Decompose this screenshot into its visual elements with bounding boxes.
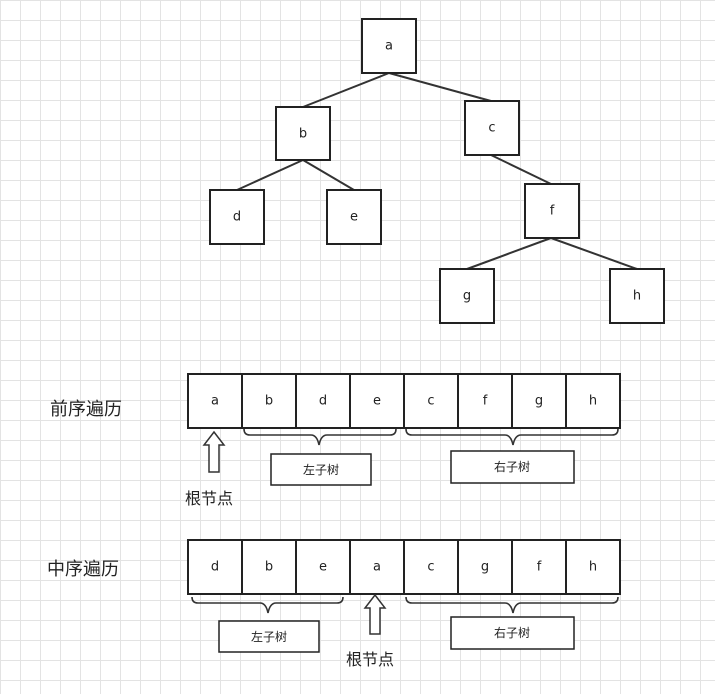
inorder-left-subtree-box bbox=[218, 620, 320, 653]
tree-node-box bbox=[609, 268, 665, 324]
tree-node-label: b bbox=[299, 127, 307, 142]
inorder-cell-box bbox=[511, 539, 567, 595]
preorder-cell-label: d bbox=[319, 394, 327, 409]
preorder-root-label: 根节点 bbox=[185, 489, 233, 508]
preorder-cell-label: f bbox=[483, 394, 488, 409]
inorder-cell-label: b bbox=[265, 560, 273, 575]
tree-node-label: a bbox=[385, 39, 393, 54]
tree-node-box bbox=[209, 189, 265, 245]
inorder-cell-label: c bbox=[427, 560, 434, 575]
preorder-sequence: a b d e c f g h bbox=[187, 373, 621, 429]
edge-b-e bbox=[302, 159, 355, 191]
inorder-root-label: 根节点 bbox=[346, 650, 394, 669]
preorder-right-subtree-box bbox=[450, 450, 575, 484]
preorder-cell-label: c bbox=[427, 394, 434, 409]
tree-node-a: a bbox=[361, 18, 417, 74]
tree-node-box bbox=[326, 189, 382, 245]
preorder-cell-label: g bbox=[535, 394, 543, 409]
preorder-title: 前序遍历 bbox=[50, 399, 122, 420]
edge-f-h bbox=[550, 237, 638, 270]
tree-node-box bbox=[524, 183, 580, 239]
inorder-cell-box bbox=[349, 539, 405, 595]
tree-node-c: c bbox=[464, 100, 520, 156]
inorder-sequence: d b e a c g f h bbox=[187, 539, 621, 595]
inorder-left-subtree-label: 左子树 bbox=[251, 629, 287, 644]
tree-node-f: f bbox=[524, 183, 580, 239]
inorder-cell-box bbox=[403, 539, 459, 595]
tree-node-label: h bbox=[633, 289, 641, 304]
tree-node-b: b bbox=[275, 106, 331, 161]
preorder-cell-box bbox=[457, 373, 513, 429]
preorder-cell-box bbox=[565, 373, 621, 429]
inorder-cell-label: e bbox=[319, 560, 327, 575]
preorder-cell-label: b bbox=[265, 394, 273, 409]
tree-node-g: g bbox=[439, 268, 495, 324]
edge-c-f bbox=[490, 154, 552, 185]
preorder-cell-box bbox=[403, 373, 459, 429]
preorder-cell-box bbox=[349, 373, 405, 429]
preorder-cell-box bbox=[187, 373, 243, 429]
preorder-left-brace bbox=[243, 428, 397, 446]
inorder-cell-label: h bbox=[589, 560, 597, 575]
edge-a-b bbox=[302, 72, 390, 108]
tree-node-h: h bbox=[609, 268, 665, 324]
inorder-right-subtree-label: 右子树 bbox=[494, 625, 530, 640]
inorder-title: 中序遍历 bbox=[47, 559, 119, 580]
edge-f-g bbox=[466, 237, 552, 270]
tree-node-box bbox=[275, 106, 331, 161]
tree-node-label: e bbox=[350, 210, 358, 225]
inorder-right-subtree-box bbox=[450, 616, 575, 650]
inorder-cell-box bbox=[295, 539, 351, 595]
preorder-right-brace bbox=[405, 428, 619, 446]
tree-node-box bbox=[439, 268, 495, 324]
preorder-cell-label: e bbox=[373, 394, 381, 409]
preorder-right-subtree-label: 右子树 bbox=[494, 459, 530, 474]
inorder-cell-box bbox=[187, 539, 243, 595]
tree-node-box bbox=[361, 18, 417, 74]
inorder-cell-box bbox=[241, 539, 297, 595]
tree-node-d: d bbox=[209, 189, 265, 245]
tree-node-e: e bbox=[326, 189, 382, 245]
inorder-cell-label: f bbox=[537, 560, 542, 575]
tree-edges bbox=[236, 72, 638, 270]
inorder-left-brace bbox=[191, 596, 344, 614]
tree-node-label: d bbox=[233, 210, 241, 225]
inorder-cell-label: a bbox=[373, 560, 381, 575]
preorder-left-subtree-label: 左子树 bbox=[303, 462, 339, 477]
up-arrow-icon bbox=[363, 593, 387, 635]
inorder-cell-label: d bbox=[211, 560, 219, 575]
inorder-cell-label: g bbox=[481, 560, 489, 575]
preorder-cell-label: a bbox=[211, 394, 219, 409]
edge-b-d bbox=[236, 159, 304, 191]
tree-node-label: c bbox=[488, 121, 495, 136]
inorder-right-brace bbox=[405, 596, 619, 614]
inorder-cell-box bbox=[565, 539, 621, 595]
preorder-cell-label: h bbox=[589, 394, 597, 409]
preorder-left-subtree-box bbox=[270, 453, 372, 486]
preorder-cell-box bbox=[241, 373, 297, 429]
tree-node-box bbox=[464, 100, 520, 156]
tree-node-label: f bbox=[550, 204, 555, 219]
up-arrow-icon bbox=[202, 430, 226, 473]
tree-node-label: g bbox=[463, 289, 471, 304]
edge-a-c bbox=[388, 72, 492, 102]
